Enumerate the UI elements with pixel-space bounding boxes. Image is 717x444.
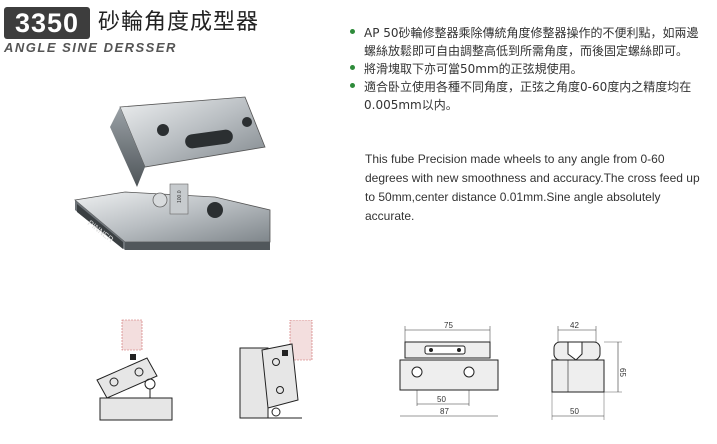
bullet-icon: [350, 83, 355, 88]
svg-text:100.0: 100.0: [177, 190, 183, 203]
product-photo: PINNER 100.0: [74, 96, 271, 250]
feature-item: 適合卧立使用各種不同角度，正弦之角度0-60度内之精度均在0.005mm以内。: [348, 78, 710, 114]
dim-side-top-width: 42: [570, 321, 579, 330]
usage-diagram-horizontal: [96, 319, 173, 421]
dim-front-center-distance: 50: [437, 395, 446, 404]
usage-diagram-vertical: [239, 320, 313, 419]
feature-list: AP 50砂輪修整器乘除傳統角度修整器操作的不便利點，如兩邊螺絲放鬆即可自由調整…: [348, 24, 710, 114]
feature-item: 將滑塊取下亦可當50mm的正弦規使用。: [348, 60, 710, 78]
dim-front-top-width: 75: [444, 321, 453, 330]
dim-side-base-width: 50: [570, 407, 579, 416]
dim-front-base-length: 87: [440, 407, 449, 416]
model-number-badge: 3350: [4, 7, 90, 39]
dimension-drawing-side: 42 65 50: [551, 321, 627, 420]
bullet-icon: [350, 65, 355, 70]
description-english: This fube Precision made wheels to any a…: [365, 152, 700, 223]
dim-side-height: 65: [618, 368, 627, 377]
product-title-english: ANGLE SINE DERSSER: [4, 40, 177, 55]
feature-item: AP 50砂輪修整器乘除傳統角度修整器操作的不便利點，如兩邊螺絲放鬆即可自由調整…: [348, 24, 710, 60]
bullet-icon: [350, 29, 355, 34]
product-title-chinese: 砂輪角度成型器: [98, 10, 260, 35]
dimension-drawing-front: 75 50 87: [399, 321, 499, 417]
